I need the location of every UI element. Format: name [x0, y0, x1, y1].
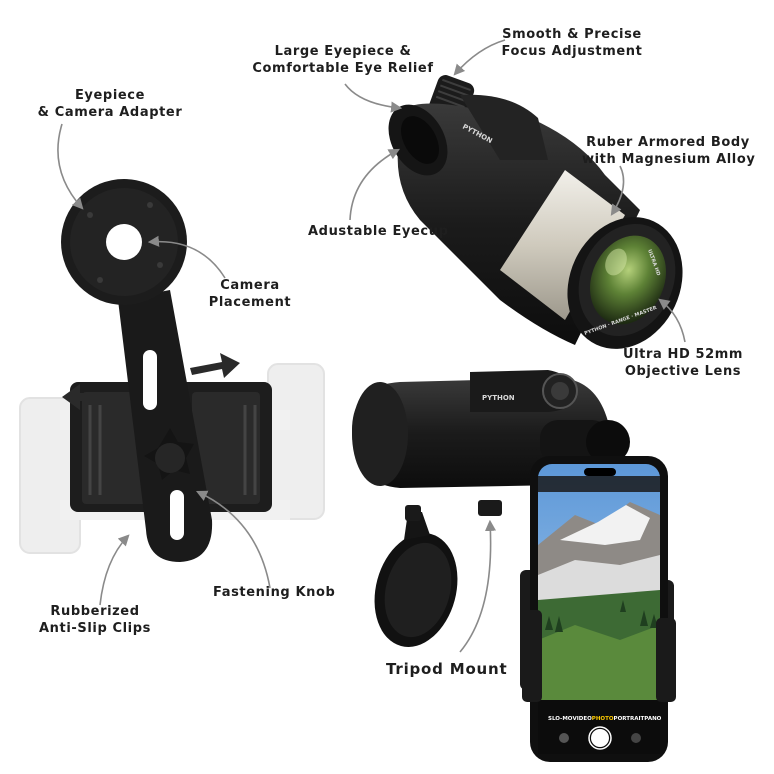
callout-camera-placement: Camera Placement — [208, 278, 292, 310]
slide-bar — [118, 290, 213, 562]
callout-eyecup: Adustable Eyecup — [308, 224, 449, 239]
mode-slo-mo[interactable]: SLO-MO — [548, 716, 573, 722]
callout-armored-body: Ruber Armored Body with Magnesium Alloy — [582, 135, 756, 167]
arrow-focus-adjustment — [453, 39, 506, 76]
slide-arrow-left — [62, 384, 110, 410]
fastening-knob — [144, 428, 194, 480]
ghost-clamp-right — [267, 363, 325, 520]
arrow-camera-placement — [147, 235, 226, 279]
callout-rubberized-clips: Rubberized Anti-Slip Clips — [39, 604, 151, 636]
mode-video[interactable]: VIDEO — [572, 716, 592, 722]
tripod-mount — [478, 500, 502, 516]
brand-mark-bottom: PYTHON — [482, 394, 515, 402]
callout-eyepiece-adapter: Eyepiece & Camera Adapter — [37, 88, 183, 120]
camera-hole — [106, 224, 142, 260]
phone-adapter — [19, 179, 325, 562]
arrow-eyecup — [349, 148, 400, 221]
monocular-top: PYTHON PYTHON · RANGE · MASTER ULTRA HD — [388, 75, 683, 349]
arrow-objective-lens — [658, 298, 686, 343]
monocular-bottom: PYTHON — [352, 370, 676, 762]
mode-pano[interactable]: PANO — [644, 716, 662, 722]
callout-focus-adjustment: Smooth & Precise Focus Adjustment — [501, 27, 643, 59]
arrow-fastening-knob — [195, 490, 271, 589]
arrow-armored-body — [610, 165, 625, 216]
silver-band — [500, 170, 625, 320]
callout-arrows — [57, 39, 686, 653]
mode-portrait[interactable]: PORTRAIT — [613, 716, 645, 722]
callout-fastening-knob: Fastening Knob — [213, 585, 336, 600]
camera-mode-strip: SLO-MO VIDEO PHOTO PORTRAIT PANO — [548, 716, 662, 722]
shutter-button — [591, 729, 609, 747]
arrow-rubberized-clips — [99, 534, 130, 606]
callout-tripod-mount: Tripod Mount — [386, 660, 508, 678]
slide-arrow-right — [190, 353, 240, 378]
callout-large-eyepiece: Large Eyepiece & Comfortable Eye Relief — [252, 44, 434, 76]
arrow-eyepiece-adapter — [57, 123, 84, 210]
arrow-large-eyepiece — [344, 83, 403, 113]
arrow-tripod-mount — [459, 519, 497, 653]
callout-objective-lens: Ultra HD 52mm Objective Lens — [622, 347, 744, 379]
mode-photo[interactable]: PHOTO — [591, 716, 614, 722]
